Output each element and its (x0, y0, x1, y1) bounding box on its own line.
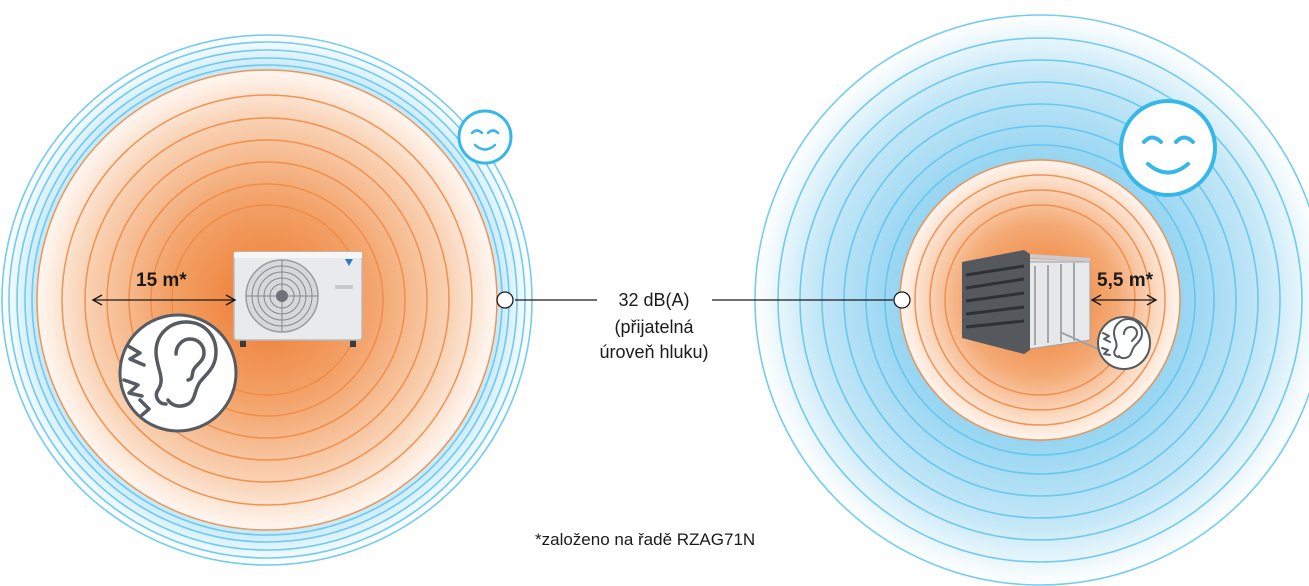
smiley-face-icon (1119, 99, 1217, 197)
footnote: *založeno na řadě RZAG71N (535, 530, 756, 549)
ear-noise-icon (1059, 316, 1151, 370)
heat-pump-unit (962, 250, 1091, 354)
acceptable-note-line2: úroveň hluku) (599, 342, 709, 362)
right-boundary-marker (893, 291, 911, 309)
smiley-face-icon (457, 109, 513, 165)
outdoor-ac-unit (233, 251, 363, 347)
ear-noise-icon (118, 313, 238, 433)
left-distance-label: 15 m* (136, 270, 187, 291)
noise-level-value: 32 dB(A) (618, 290, 690, 310)
left-orange-rings (36, 69, 498, 531)
noise-level-connector (496, 291, 911, 309)
right-distance-label: 5,5 m* (1097, 270, 1153, 291)
acceptable-note-line1: (přijatelná (614, 317, 694, 337)
left-boundary-marker (496, 291, 514, 309)
